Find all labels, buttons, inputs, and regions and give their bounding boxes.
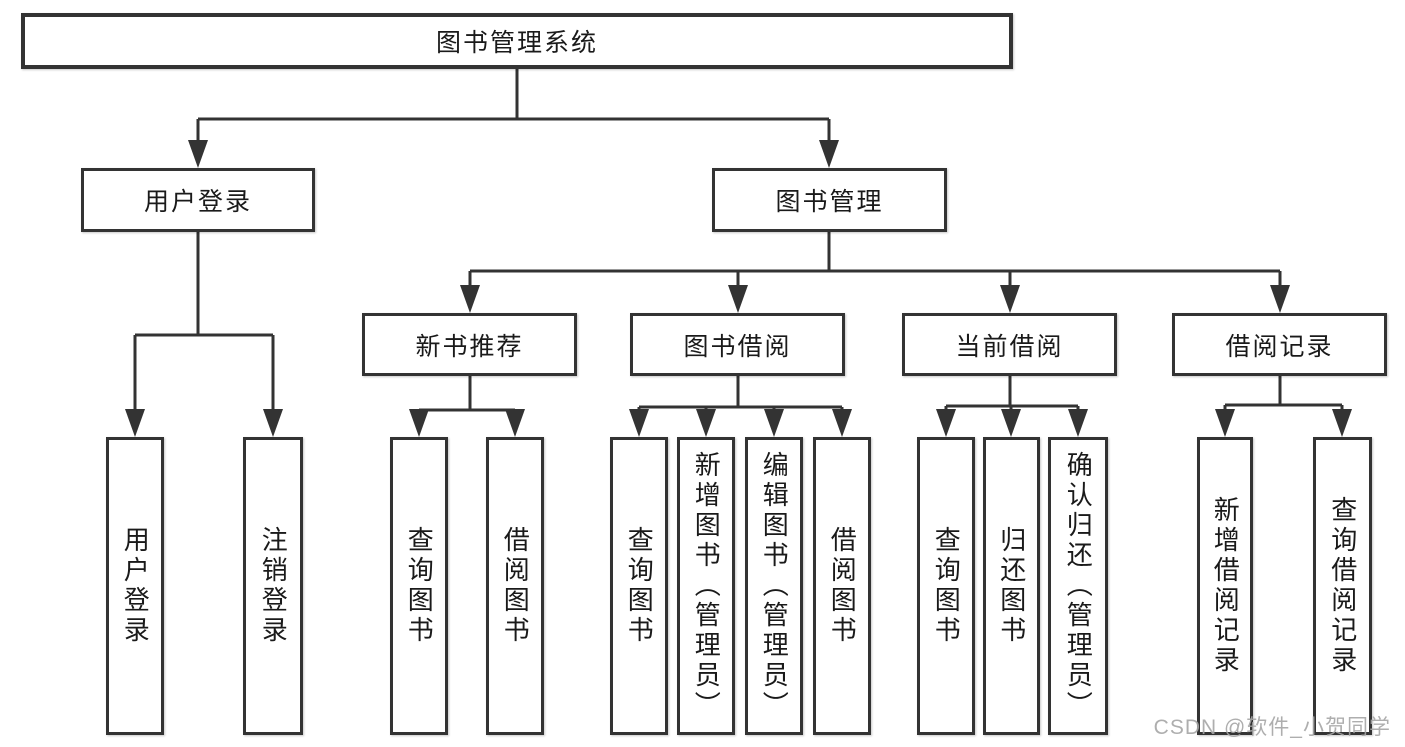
arrow-down-icon — [188, 140, 208, 168]
leaf-confirm-return-admin: 确认归还（管理员） — [1048, 437, 1108, 735]
arrow-down-icon — [505, 409, 525, 437]
node-label: 借阅记录 — [1225, 332, 1334, 361]
arrow-down-icon — [832, 409, 852, 437]
node-label: 查询借阅记录 — [1327, 496, 1358, 676]
leaf-logout: 注销登录 — [243, 437, 303, 735]
leaf-borrow-books-recommend: 借阅图书 — [486, 437, 544, 735]
node-label: 图书管理 — [775, 188, 884, 216]
node-library-management-system: 图书管理系统 — [21, 13, 1013, 69]
node-label: 借阅图书 — [500, 526, 531, 646]
leaf-query-borrow-record: 查询借阅记录 — [1313, 437, 1372, 735]
arrow-down-icon — [1001, 409, 1021, 437]
node-label: 新书推荐 — [415, 332, 524, 361]
leaf-user-login: 用户登录 — [106, 437, 164, 735]
node-label: 查询图书 — [404, 526, 435, 646]
node-label: 新增图书（管理员） — [691, 451, 722, 721]
arrow-down-icon — [1000, 285, 1020, 313]
node-label: 注销登录 — [258, 526, 289, 646]
arrow-down-icon — [125, 409, 145, 437]
arrow-down-icon — [629, 409, 649, 437]
leaf-query-books-borrowing: 查询图书 — [610, 437, 668, 735]
node-label: 归还图书 — [996, 526, 1027, 646]
node-book-management: 图书管理 — [712, 168, 947, 232]
arrow-down-icon — [1068, 409, 1088, 437]
leaf-borrow-books-borrowing: 借阅图书 — [813, 437, 871, 735]
arrow-down-icon — [1270, 285, 1290, 313]
arrow-down-icon — [263, 409, 283, 437]
leaf-edit-books-admin: 编辑图书（管理员） — [745, 437, 803, 735]
arrow-down-icon — [819, 140, 839, 168]
connector-paths — [133, 69, 1344, 415]
arrow-down-icon — [696, 409, 716, 437]
csdn-watermark: CSDN @软件_小贺同学 — [1153, 716, 1391, 739]
arrow-down-icon — [460, 285, 480, 313]
node-label: 当前借阅 — [955, 332, 1064, 361]
node-label: 查询图书 — [931, 526, 962, 646]
node-current-borrowing: 当前借阅 — [902, 313, 1117, 376]
arrow-down-icon — [1215, 409, 1235, 437]
node-new-book-recommend: 新书推荐 — [362, 313, 577, 376]
node-label: 图书管理系统 — [435, 29, 598, 57]
node-label: 查询图书 — [624, 526, 655, 646]
node-label: 用户登录 — [120, 526, 151, 646]
node-label: 图书借阅 — [683, 332, 792, 361]
node-label: 借阅图书 — [827, 526, 858, 646]
leaf-query-books-recommend: 查询图书 — [390, 437, 448, 735]
node-user-login: 用户登录 — [81, 168, 315, 232]
leaf-add-books-admin: 新增图书（管理员） — [677, 437, 735, 735]
arrow-down-icon — [1332, 409, 1352, 437]
arrow-down-icon — [728, 285, 748, 313]
arrowheads — [125, 140, 1352, 437]
arrow-down-icon — [764, 409, 784, 437]
node-label: 用户登录 — [143, 188, 252, 216]
node-book-borrowing: 图书借阅 — [630, 313, 845, 376]
node-label: 新增借阅记录 — [1210, 496, 1241, 676]
leaf-return-books: 归还图书 — [983, 437, 1040, 735]
arrow-down-icon — [409, 409, 429, 437]
leaf-add-borrow-record: 新增借阅记录 — [1197, 437, 1253, 735]
leaf-query-books-current: 查询图书 — [917, 437, 975, 735]
node-label: 编辑图书（管理员） — [759, 451, 790, 721]
node-label: 确认归还（管理员） — [1063, 451, 1094, 721]
arrow-down-icon — [936, 409, 956, 437]
node-borrowing-records: 借阅记录 — [1172, 313, 1387, 376]
